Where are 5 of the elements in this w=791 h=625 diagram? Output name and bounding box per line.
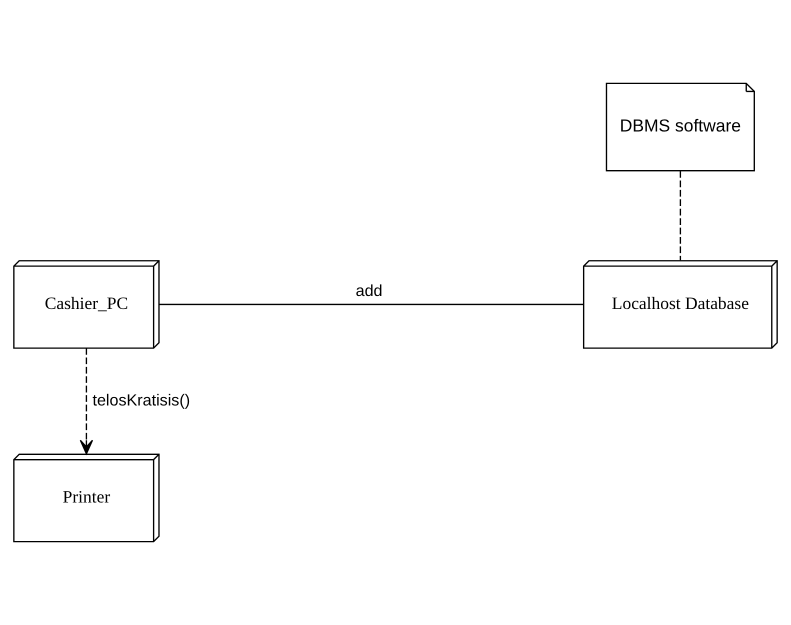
connector: [159, 304, 584, 306]
edge-label: telosKratisis(): [92, 391, 190, 410]
connector: [680, 171, 682, 260]
edge-label: add: [356, 282, 383, 300]
arrow: [80, 348, 94, 454]
